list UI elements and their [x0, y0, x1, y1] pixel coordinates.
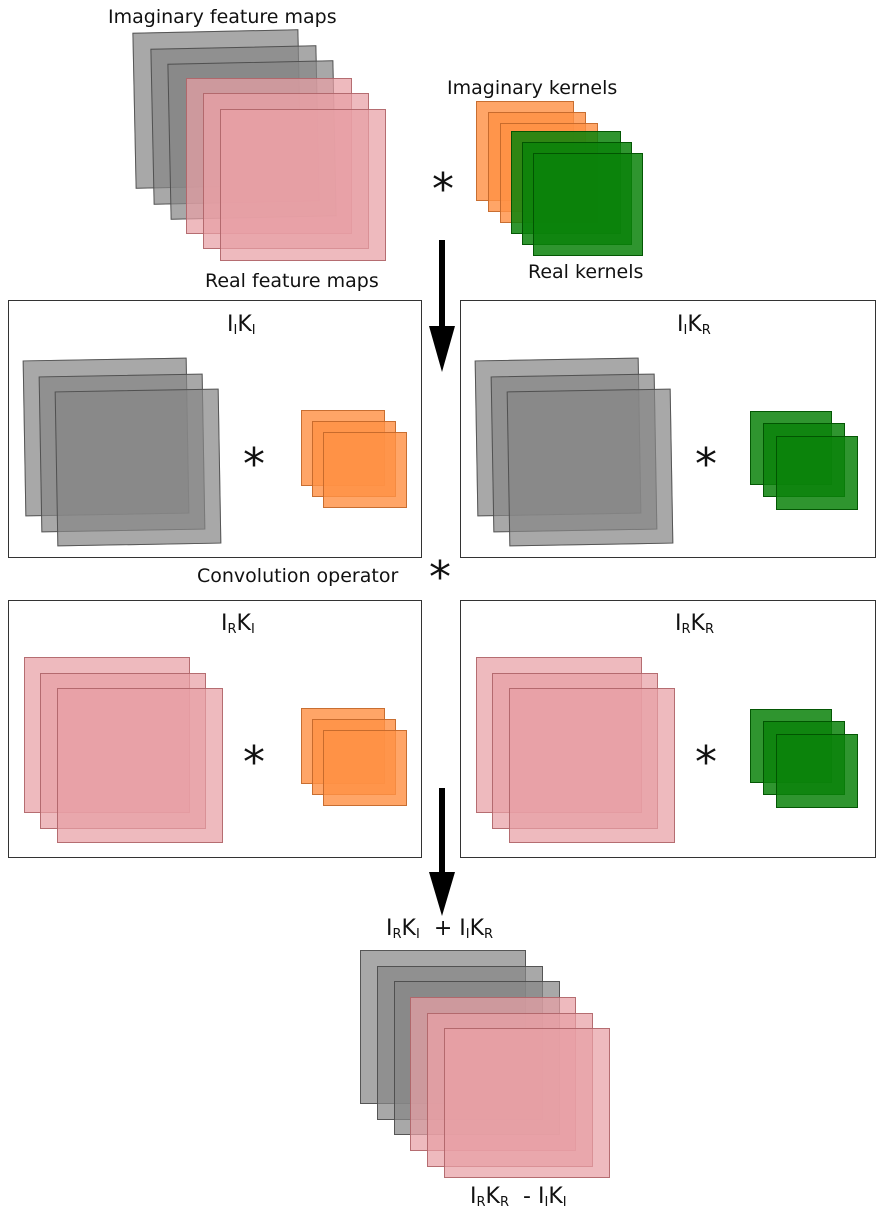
convolution-symbol: * [429, 552, 451, 603]
real-feature-map-layer [509, 688, 675, 843]
real-feature-map-layer [57, 688, 223, 843]
real-output-formula: IRKR - IIKI [470, 1184, 567, 1210]
panel-rr: IRKR * [460, 600, 876, 858]
convolution-symbol: * [432, 164, 454, 215]
real-kernel-layer [776, 734, 858, 808]
imaginary-kernels-label: Imaginary kernels [447, 77, 618, 99]
panel-ri: IRKI * [8, 600, 422, 858]
down-arrow [429, 788, 455, 916]
down-arrow [429, 240, 455, 372]
convolution-symbol: * [243, 737, 265, 788]
panel-ii: IIKI * [8, 300, 422, 558]
panel-ii-title: IIKI [227, 312, 256, 338]
panel-ri-title: IRKI [221, 611, 255, 637]
real-kernel-layer [533, 153, 643, 256]
real-feature-map-layer [220, 109, 386, 261]
convolution-symbol: * [243, 439, 265, 490]
real-output-map-layer [444, 1028, 610, 1178]
panel-ir-title: IIKR [677, 312, 711, 338]
imaginary-output-formula: IRKI + IIKR [386, 916, 494, 942]
panel-rr-title: IRKR [675, 611, 715, 637]
convolution-operator-label: Convolution operator [197, 565, 399, 587]
imaginary-kernel-layer [323, 730, 407, 806]
convolution-symbol: * [695, 737, 717, 788]
convolution-symbol: * [695, 439, 717, 490]
real-feature-maps-label: Real feature maps [205, 270, 379, 292]
imaginary-feature-map-layer [54, 388, 222, 547]
real-kernel-layer [776, 436, 858, 510]
imaginary-kernel-layer [323, 432, 407, 508]
imaginary-feature-map-layer [506, 388, 674, 547]
imaginary-feature-maps-label: Imaginary feature maps [108, 6, 337, 28]
panel-ir: IIKR * [460, 300, 876, 558]
real-kernels-label: Real kernels [528, 261, 644, 283]
